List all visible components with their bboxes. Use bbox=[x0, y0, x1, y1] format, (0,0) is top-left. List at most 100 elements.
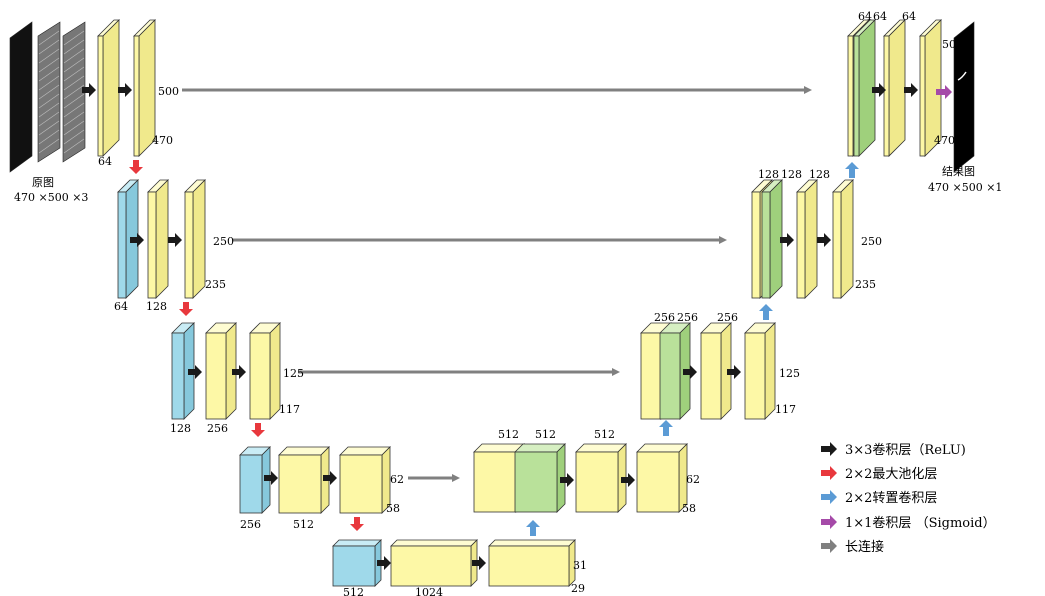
upconv-arrow-icon bbox=[821, 490, 837, 504]
dec4-map-b bbox=[636, 443, 688, 513]
pool-arrow-4 bbox=[350, 517, 364, 531]
r2-top-c: 128 bbox=[809, 168, 830, 181]
l3-channels-b: 256 bbox=[207, 422, 228, 435]
feature-map-blocks bbox=[9, 19, 975, 587]
enc2-pooled bbox=[117, 179, 139, 299]
conv-arrow-d3b bbox=[727, 365, 741, 379]
l4-channels-a: 256 bbox=[240, 518, 261, 531]
conv-arrow-e3b bbox=[232, 365, 246, 379]
legend-item-upconv: 2×2转置卷积层 bbox=[821, 490, 937, 506]
r1-height: 470 bbox=[934, 134, 955, 147]
conv-arrow-e2b bbox=[168, 233, 182, 247]
conv-arrow-icon bbox=[821, 442, 837, 456]
bottleneck-pooled bbox=[332, 539, 382, 587]
enc3-pooled bbox=[171, 322, 195, 420]
conv-arrow-d2a bbox=[780, 233, 794, 247]
conv-arrow-e2a bbox=[130, 233, 144, 247]
r1-top-a: 64 bbox=[858, 10, 872, 23]
l2-channels-b: 128 bbox=[146, 300, 167, 313]
output-size: 470 ×500 ×1 bbox=[928, 181, 1002, 194]
sigmoid-arrow-icon bbox=[821, 515, 837, 529]
skip-arrow-2 bbox=[232, 236, 727, 244]
legend-item-conv: 3×3卷积层（ReLU) bbox=[821, 442, 966, 458]
legend-item-skip: 长连接 bbox=[821, 539, 884, 555]
enc3-map-b bbox=[249, 322, 281, 420]
l1-height: 470 bbox=[152, 134, 173, 147]
r4-top-b: 512 bbox=[535, 428, 556, 441]
l2-width: 250 bbox=[213, 235, 234, 248]
l5-height: 29 bbox=[571, 582, 585, 595]
conv-arrow-e1 bbox=[118, 83, 132, 97]
dec2-map-a bbox=[796, 179, 818, 299]
output-image bbox=[953, 21, 975, 173]
dec3-map-a bbox=[700, 322, 732, 420]
skip-arrow-4 bbox=[408, 474, 460, 482]
l2-height: 235 bbox=[205, 278, 226, 291]
l4-width: 62 bbox=[390, 473, 404, 486]
r1-width: 500 bbox=[942, 38, 963, 51]
r2-top-a: 128 bbox=[758, 168, 779, 181]
conv-arrow-b2 bbox=[472, 556, 486, 570]
legend-label-skip: 长连接 bbox=[845, 539, 884, 555]
l4-height: 58 bbox=[386, 502, 400, 515]
r4-top-c: 512 bbox=[594, 428, 615, 441]
r3-top-b: 256 bbox=[677, 311, 698, 324]
enc4-map-b bbox=[339, 446, 391, 514]
r1-top-b: 64 bbox=[873, 10, 887, 23]
conv-arrow-e4a bbox=[264, 471, 278, 485]
conv-arrow-d1b bbox=[904, 83, 918, 97]
r1-top-c: 64 bbox=[902, 10, 916, 23]
legend-label-conv: 3×3卷积层（ReLU) bbox=[845, 442, 966, 458]
dec3-map-b bbox=[744, 322, 776, 420]
enc4-map-a bbox=[278, 446, 330, 514]
r2-width: 250 bbox=[861, 235, 882, 248]
r2-height: 235 bbox=[855, 278, 876, 291]
skip-arrow-3 bbox=[298, 368, 620, 376]
input-size: 470 ×500 ×3 bbox=[14, 191, 88, 204]
enc1-map-a bbox=[97, 19, 120, 157]
l2-channels-a: 64 bbox=[114, 300, 128, 313]
conv-arrow-d4b bbox=[621, 473, 635, 487]
l4-channels-b: 512 bbox=[293, 518, 314, 531]
pool-arrow-1 bbox=[129, 160, 143, 174]
conv-arrow-d2b bbox=[817, 233, 831, 247]
dec2-upconv bbox=[761, 179, 783, 299]
skip-arrow-icon bbox=[821, 539, 837, 553]
legend-label-sigmoid: 1×1卷积层 （Sigmoid） bbox=[845, 515, 996, 531]
legend: 3×3卷积层（ReLU) 2×2最大池化层 2×2转置卷积层 1×1卷积层 （S… bbox=[821, 442, 996, 555]
dec1-map-b bbox=[919, 19, 942, 157]
dec4-skip-copy bbox=[473, 443, 525, 513]
output-image-mark bbox=[957, 71, 967, 81]
enc2-map-b bbox=[184, 179, 206, 299]
dec1-map-a bbox=[883, 19, 906, 157]
conv-arrow-e3a bbox=[188, 365, 202, 379]
conv-arrow-b1 bbox=[377, 556, 391, 570]
l1-width: 500 bbox=[158, 85, 179, 98]
upconv-arrow-3 bbox=[659, 420, 673, 436]
pool-arrow-icon bbox=[821, 466, 837, 480]
r3-width: 125 bbox=[779, 367, 800, 380]
bottleneck-map-b bbox=[488, 539, 576, 587]
skip-arrow-1 bbox=[182, 86, 812, 94]
l5-width: 31 bbox=[573, 559, 587, 572]
input-image-channel-3 bbox=[62, 21, 86, 163]
arrows bbox=[82, 83, 952, 570]
sigmoid-arrow bbox=[936, 85, 952, 99]
r3-top-c: 256 bbox=[717, 311, 738, 324]
upconv-arrow-1 bbox=[845, 162, 859, 178]
r4-top-a: 512 bbox=[498, 428, 519, 441]
enc1-map-b bbox=[133, 19, 156, 157]
legend-item-pool: 2×2最大池化层 bbox=[821, 466, 937, 482]
r2-top-b: 128 bbox=[781, 168, 802, 181]
l5-channels-a: 512 bbox=[343, 586, 364, 596]
dec4-map-a bbox=[575, 443, 627, 513]
input-image-dark bbox=[9, 21, 33, 173]
legend-item-sigmoid: 1×1卷积层 （Sigmoid） bbox=[821, 515, 996, 531]
dec1-upconv bbox=[853, 19, 876, 157]
legend-label-upconv: 2×2转置卷积层 bbox=[845, 490, 937, 506]
r4-height: 58 bbox=[682, 502, 696, 515]
l3-height: 117 bbox=[279, 403, 300, 416]
r4-width: 62 bbox=[686, 473, 700, 486]
input-caption: 原图 bbox=[32, 176, 54, 189]
